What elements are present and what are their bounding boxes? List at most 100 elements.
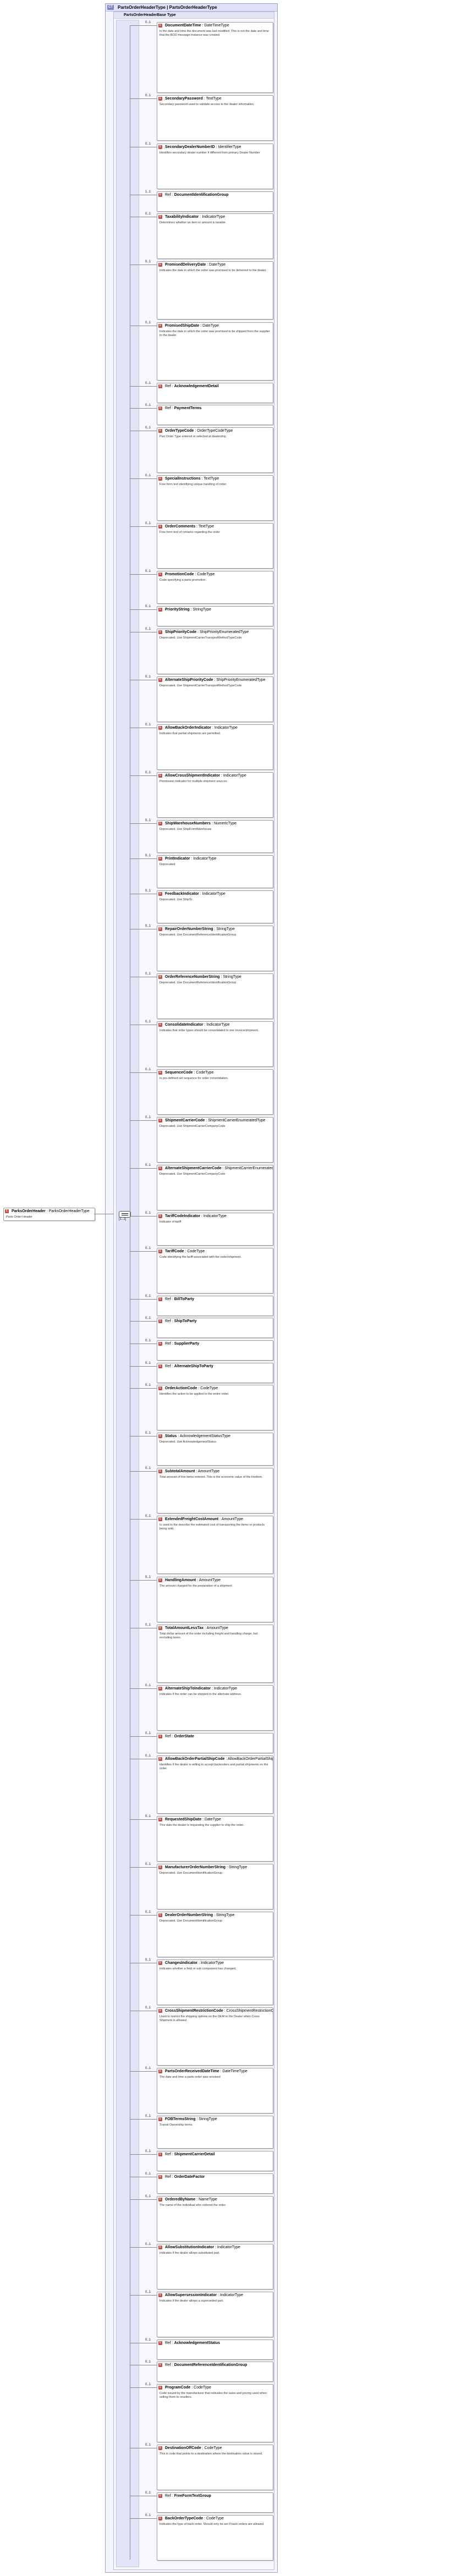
element-desc: Permission indicator for multiple shipme…: [159, 780, 228, 783]
element-icon: E: [158, 1071, 162, 1075]
element-desc: Identifies the action to be applied to t…: [159, 1392, 229, 1396]
element-icon: E: [158, 2069, 162, 2073]
element-multiplicity: 0..1: [145, 972, 151, 976]
element-name: TaxabilityIndicator: [165, 215, 199, 219]
element-multiplicity: 0..1: [145, 854, 151, 857]
element-name: AllowBackOrderIndicator: [165, 726, 212, 730]
element-icon: E: [158, 1757, 162, 1761]
element-name: OrderActionCode: [165, 1386, 197, 1390]
element-connector: [130, 1366, 157, 1367]
element-desc: Indicates that partial shipments are per…: [159, 732, 221, 735]
element-name: BackOrderTypeCode: [165, 2517, 203, 2520]
root-element[interactable]: E ParksOrderHeader : ParksOrderHeaderTyp…: [3, 1208, 95, 1221]
element-name: PartsOrderReceivedDateTime: [165, 2069, 219, 2073]
element-multiplicity: 0..1: [145, 819, 151, 822]
element-name: TariffCodeIndicator: [165, 1214, 201, 1218]
element-type: IdentifierType: [218, 145, 241, 149]
element-icon: E: [158, 24, 162, 27]
element-name: AlternateShipmentCarrierCode: [165, 1166, 222, 1170]
element-type: CodeType: [206, 2517, 224, 2520]
element-icon: E: [158, 324, 162, 328]
element-icon: E: [158, 525, 162, 529]
element-name: ConsolidateIndicator: [165, 1023, 203, 1027]
element-desc: Deprecated. Use ShipmentCarrierTransport…: [159, 684, 242, 687]
element-name: FreeFormTextGroup: [174, 2494, 211, 2498]
element-type: StringType: [216, 1913, 235, 1917]
ref-label: Ref: [165, 2175, 171, 2179]
element-multiplicity: 0..1: [145, 382, 151, 385]
element-type: TextType: [206, 97, 222, 101]
element-type: IndicatorType: [213, 1687, 237, 1691]
element-type: StringType: [228, 1865, 247, 1869]
element-name: ShipToParty: [174, 1319, 197, 1323]
element-icon: E: [158, 429, 162, 433]
element-desc: This is code that points to a destinatio…: [159, 2452, 263, 2456]
element-type: CrossShipmentRestrictionCodeType: [226, 2009, 273, 2013]
